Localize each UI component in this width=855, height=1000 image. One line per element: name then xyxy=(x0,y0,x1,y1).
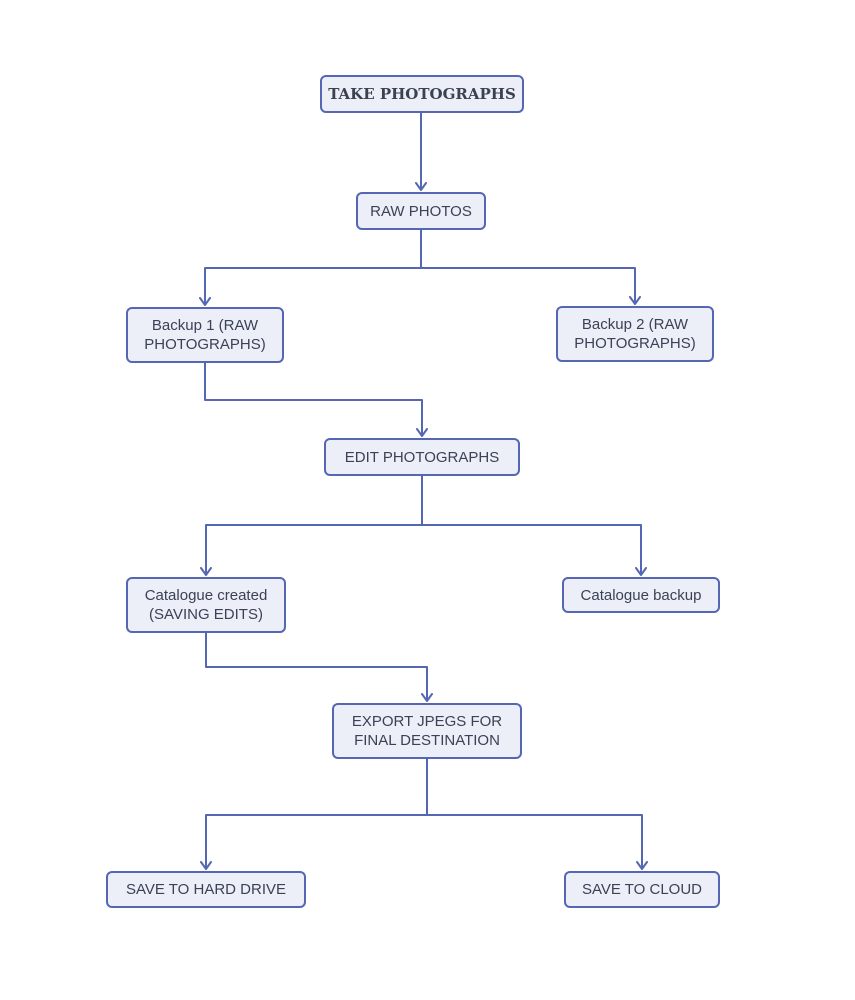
edge-backup1-to-edit xyxy=(204,363,428,437)
edge-edit-to-catalogue xyxy=(200,476,423,576)
node-take-photographs: TAKE PHOTOGRAPHS xyxy=(320,75,524,113)
node-catalogue-created: Catalogue created (SAVING EDITS) xyxy=(126,577,286,633)
node-backup-2: Backup 2 (RAW PHOTOGRAPHS) xyxy=(556,306,714,362)
node-save-hard-drive: SAVE TO HARD DRIVE xyxy=(106,871,306,908)
edge-raw-to-backup2 xyxy=(421,267,641,305)
node-save-cloud: SAVE TO CLOUD xyxy=(564,871,720,908)
node-raw-photos: RAW PHOTOS xyxy=(356,192,486,230)
edge-export-to-cloud xyxy=(427,814,648,870)
edge-raw-to-backup1 xyxy=(199,230,422,306)
node-catalogue-backup: Catalogue backup xyxy=(562,577,720,613)
node-edit-photographs: EDIT PHOTOGRAPHS xyxy=(324,438,520,476)
node-export-jpegs: EXPORT JPEGS FOR FINAL DESTINATION xyxy=(332,703,522,759)
edge-export-to-harddrive xyxy=(200,759,428,870)
edge-edit-to-catbackup xyxy=(422,524,647,576)
edge-catalogue-to-export xyxy=(205,633,433,702)
node-backup-1: Backup 1 (RAW PHOTOGRAPHS) xyxy=(126,307,284,363)
